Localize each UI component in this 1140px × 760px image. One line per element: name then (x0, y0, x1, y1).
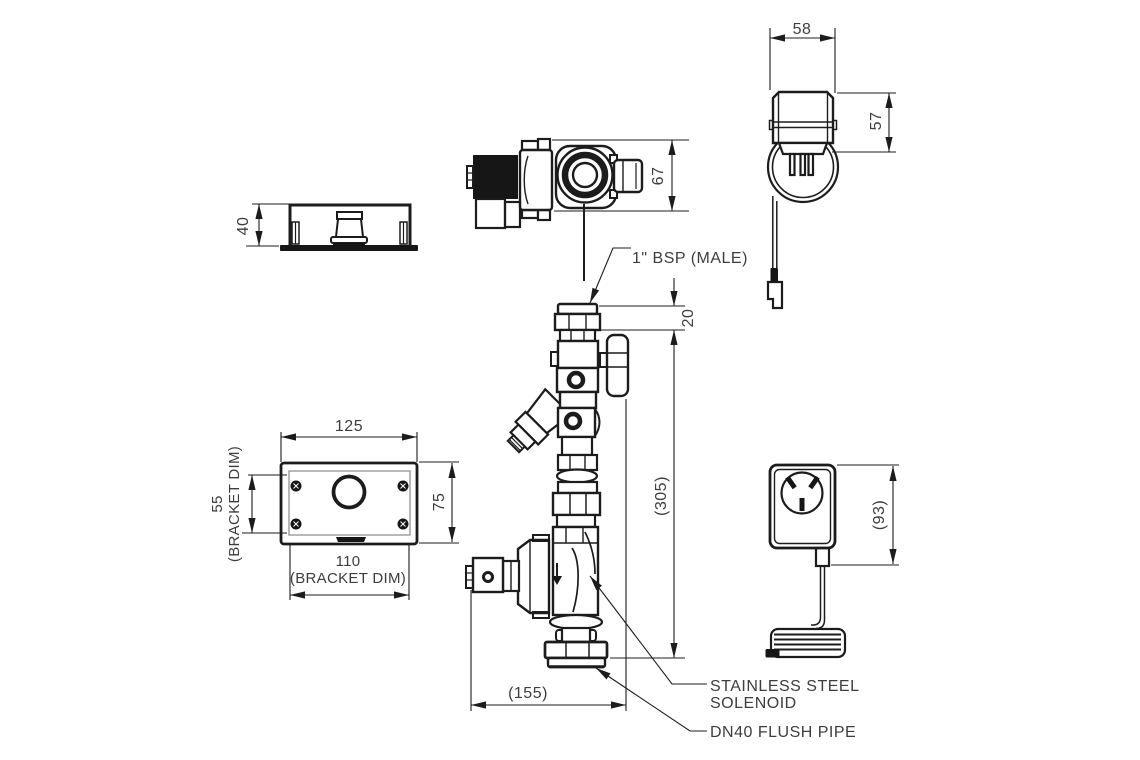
view-power-outlet-front: (93) (765, 463, 899, 659)
dim-valve-depth-text: 67 (650, 167, 667, 186)
logo-strip (336, 537, 366, 542)
cord-connector (766, 280, 784, 310)
dim-plug-width-text: 58 (793, 21, 812, 38)
label-bsp-male: 1" BSP (MALE) (589, 247, 748, 304)
dim-assembly-height: (305) (610, 330, 685, 659)
flush-pipe-nut (543, 640, 609, 660)
label-flush-pipe-text: DN40 FLUSH PIPE (710, 724, 856, 741)
dim-assembly-height-text: (305) (653, 476, 670, 516)
dim-bracket-width: 110 (BRACKET DIM) (289, 545, 410, 600)
dim-plate-height: 75 (419, 461, 459, 544)
valve-handle-top (612, 158, 644, 194)
flow-arrow (552, 576, 562, 585)
dim-plug-width: 58 (769, 21, 836, 93)
solenoid-coil-top (473, 155, 518, 199)
dim-valve-depth: 67 (552, 139, 689, 212)
socket-slot (808, 475, 820, 490)
solenoid-coil (471, 556, 505, 594)
socket-face (780, 471, 824, 515)
plug-pin (807, 152, 815, 177)
bsp-male-fitting (556, 302, 599, 316)
plug-pin (799, 152, 807, 177)
socket-slot (799, 498, 805, 511)
dim-inlet-thread-text: 20 (680, 309, 697, 328)
view-wall-plate-front: 125 75 55 (BRACKET DIM) 110 (BRACKET DIM… (209, 418, 459, 600)
coiled-cord (769, 627, 847, 659)
dim-bracket-width-note: (BRACKET DIM) (290, 570, 406, 587)
view-plug-top: 58 57 (766, 21, 896, 310)
cord-gland (814, 546, 831, 568)
label-flush-pipe: DN40 FLUSH PIPE (595, 667, 856, 741)
dim-bracket-height-text: 55 (209, 495, 226, 512)
dim-assembly-width-text: (155) (508, 685, 548, 702)
dim-inlet-thread: 20 (599, 278, 697, 331)
ball-valve-handle (605, 333, 630, 398)
label-stainless-solenoid-line1: STAINLESS STEEL (710, 678, 859, 695)
view-control-box-side: 40 (235, 203, 418, 251)
outlet-body (768, 463, 837, 550)
dim-bracket-height-note: (BRACKET DIM) (226, 446, 243, 562)
outlet-cord (811, 566, 822, 626)
dim-plug-height: 57 (832, 92, 896, 153)
label-bsp-male-text: 1" BSP (MALE) (632, 250, 748, 267)
dim-bracket-width-text: 110 (336, 553, 361, 570)
dim-plate-width-text: 125 (335, 418, 363, 435)
dim-plug-height-text: 57 (868, 112, 885, 131)
view-main-assembly: 1" BSP (MALE) 20 (305) (155) STAINLESS S… (465, 247, 859, 741)
push-button (331, 474, 367, 510)
view-solenoid-valve-top: 67 (466, 137, 689, 281)
plug-pin (788, 152, 796, 177)
dim-plate-width: 125 (280, 418, 418, 462)
dim-box-height: 40 (235, 203, 289, 247)
dim-outlet-height-text: (93) (871, 500, 888, 530)
plug-body-top (771, 90, 835, 145)
label-stainless-solenoid: STAINLESS STEEL SOLENOID (589, 575, 859, 712)
dim-outlet-height: (93) (831, 464, 899, 566)
socket-slot (785, 475, 797, 490)
dim-plate-height-text: 75 (431, 493, 448, 512)
dim-assembly-width: (155) (470, 399, 627, 711)
dim-bracket-height: 55 (BRACKET DIM) (209, 446, 287, 562)
screw-holes (290, 480, 409, 530)
label-stainless-solenoid-line2: SOLENOID (710, 695, 797, 712)
dim-box-height-text: 40 (235, 217, 252, 236)
